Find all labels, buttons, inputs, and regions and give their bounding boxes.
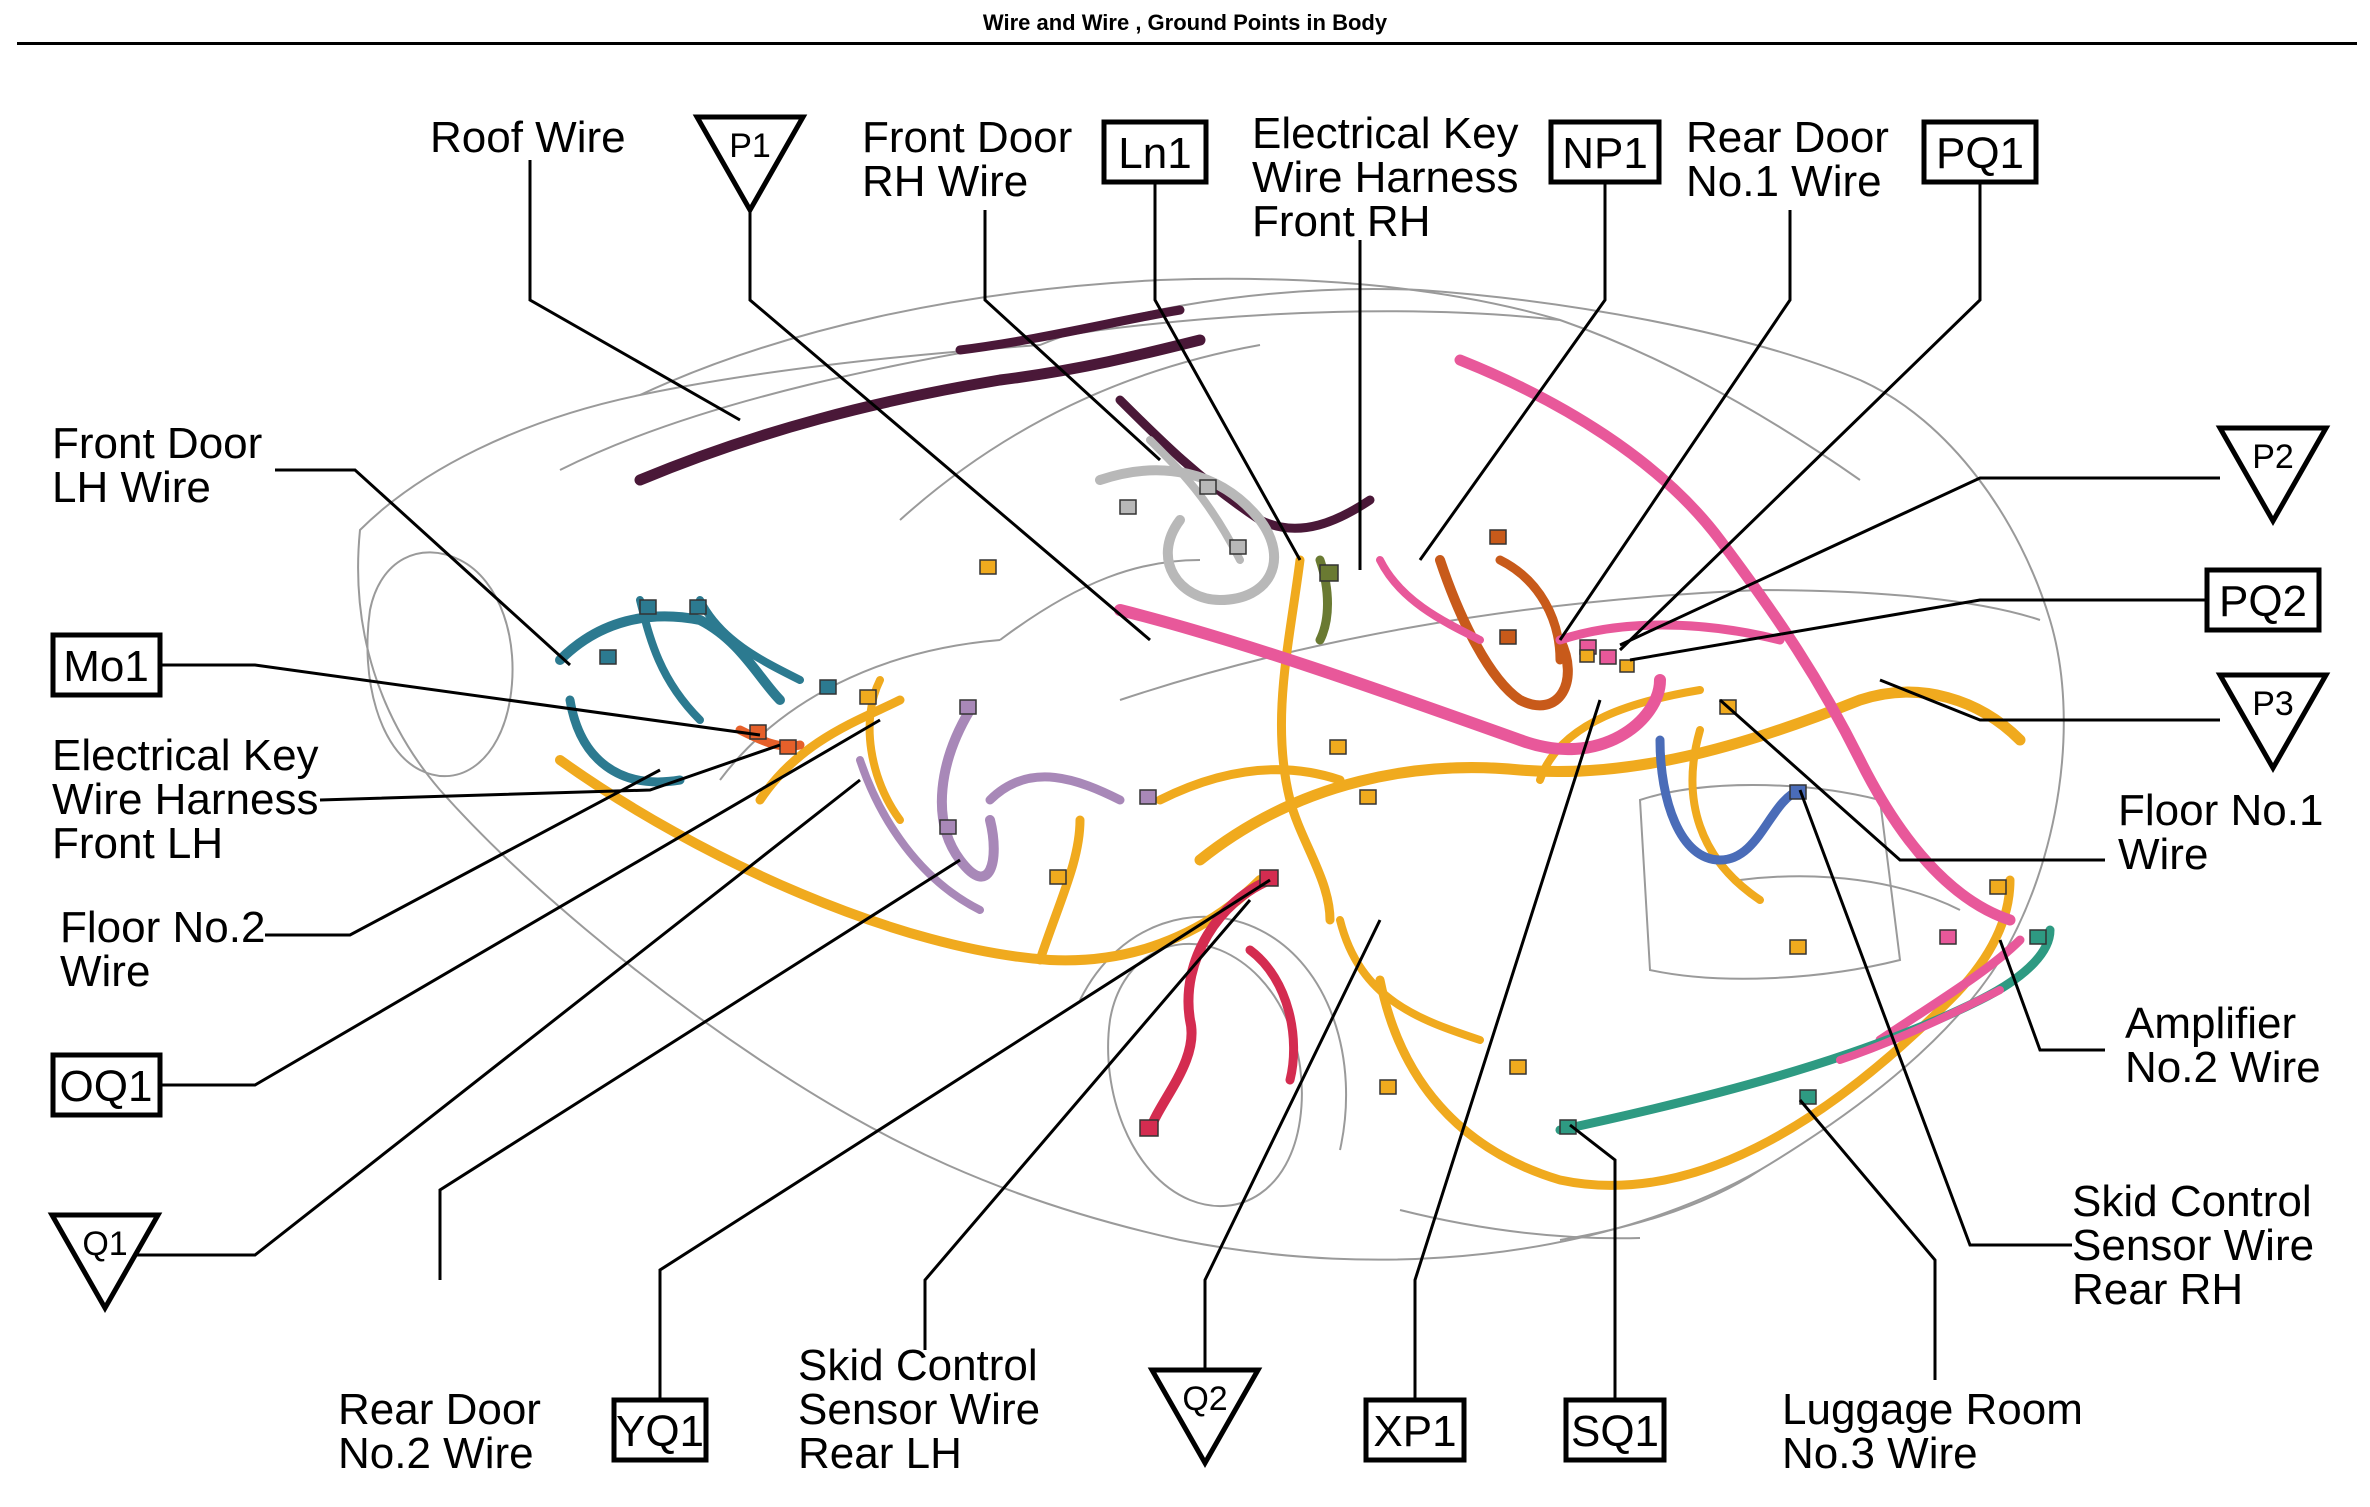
skid-control-sensor-rh-wire-harness [1655, 735, 1805, 865]
svg-text:PQ2: PQ2 [2219, 577, 2307, 626]
junction-yq1: YQ1 [611, 1397, 709, 1463]
svg-text:Electrical Key: Electrical Key [52, 731, 319, 780]
label-rear-door-no1-wire: Rear Door No.1 Wire [1686, 113, 1889, 206]
label-front-door-lh-wire: Front Door LH Wire [52, 419, 262, 512]
title-rule [17, 42, 2357, 45]
label-front-door-rh-wire: Front Door RH Wire [862, 113, 1072, 206]
svg-text:P1: P1 [729, 127, 771, 165]
svg-text:Wire: Wire [2118, 830, 2208, 879]
svg-text:YQ1: YQ1 [616, 1407, 704, 1456]
svg-text:NP1: NP1 [1562, 129, 1648, 178]
label-amplifier-no2-wire: Amplifier No.2 Wire [2125, 999, 2321, 1092]
svg-text:Skid Control: Skid Control [2072, 1177, 2312, 1226]
junction-np1: NP1 [1548, 119, 1662, 185]
svg-text:Q1: Q1 [82, 1225, 127, 1263]
svg-text:Floor No.1: Floor No.1 [2118, 786, 2323, 835]
svg-text:Sensor Wire: Sensor Wire [2072, 1221, 2314, 1270]
svg-text:Wire Harness: Wire Harness [1252, 153, 1519, 202]
ground-q1: Q1 [47, 1212, 163, 1314]
svg-text:Wire Harness: Wire Harness [52, 775, 319, 824]
svg-text:No.1 Wire: No.1 Wire [1686, 157, 1882, 206]
svg-text:No.2 Wire: No.2 Wire [2125, 1043, 2321, 1092]
label-electrical-key-front-lh: Electrical Key Wire Harness Front LH [52, 731, 319, 868]
svg-text:Skid Control: Skid Control [798, 1341, 1038, 1390]
svg-text:Front RH: Front RH [1252, 197, 1430, 246]
svg-text:P2: P2 [2252, 438, 2294, 476]
ground-p3: P3 [2215, 672, 2331, 774]
junction-oq1: OQ1 [50, 1052, 163, 1118]
svg-text:Wire: Wire [60, 947, 150, 996]
junction-mo1: Mo1 [50, 632, 163, 698]
rear-door-no2-wire-harness [856, 705, 1125, 914]
label-skid-control-rear-lh: Skid Control Sensor Wire Rear LH [798, 1341, 1040, 1478]
svg-text:Front Door: Front Door [862, 113, 1072, 162]
svg-text:RH Wire: RH Wire [862, 157, 1028, 206]
pink-floor-wire-harness [1114, 354, 2025, 1045]
rear-door-no1-wire-harness [1435, 555, 1573, 711]
svg-text:OQ1: OQ1 [60, 1062, 153, 1111]
svg-text:Sensor Wire: Sensor Wire [798, 1385, 1040, 1434]
junction-xp1: XP1 [1363, 1397, 1467, 1463]
label-floor-no2-wire: Floor No.2 Wire [60, 903, 265, 996]
roof-wire-harness [634, 305, 1375, 533]
svg-text:Front LH: Front LH [52, 819, 223, 868]
svg-text:Front Door: Front Door [52, 419, 262, 468]
svg-text:Rear Door: Rear Door [338, 1385, 541, 1434]
amplifier-no2-wire-harness [1836, 986, 2004, 1064]
connector-blocks [599, 479, 2047, 1137]
svg-text:XP1: XP1 [1373, 1407, 1456, 1456]
svg-text:P3: P3 [2252, 685, 2294, 723]
ground-p2: P2 [2215, 425, 2331, 527]
svg-text:Q2: Q2 [1182, 1380, 1227, 1418]
svg-text:Rear RH: Rear RH [2072, 1265, 2243, 1314]
skid-control-sensor-lh-wire-harness [1145, 875, 1299, 1135]
svg-text:Mo1: Mo1 [63, 642, 149, 691]
label-electrical-key-front-rh: Electrical Key Wire Harness Front RH [1252, 109, 1519, 246]
svg-text:Floor No.2: Floor No.2 [60, 903, 265, 952]
svg-text:No.2 Wire: No.2 Wire [338, 1429, 534, 1478]
svg-text:No.3 Wire: No.3 Wire [1782, 1429, 1978, 1478]
junction-sq1: SQ1 [1563, 1397, 1667, 1463]
svg-text:SQ1: SQ1 [1571, 1407, 1659, 1456]
ground-q2: Q2 [1147, 1367, 1263, 1469]
svg-text:PQ1: PQ1 [1936, 129, 2024, 178]
label-skid-control-rear-rh: Skid Control Sensor Wire Rear RH [2072, 1177, 2314, 1314]
front-door-lh-wire-harness [555, 596, 804, 787]
floor-no1-wire-harness [1155, 555, 2026, 1190]
label-floor-no1-wire: Floor No.1 Wire [2118, 786, 2323, 879]
svg-text:Ln1: Ln1 [1118, 129, 1191, 178]
junction-ln1: Ln1 [1101, 119, 1209, 185]
svg-text:Amplifier: Amplifier [2125, 999, 2296, 1048]
ground-p1: P1 [692, 114, 808, 216]
junction-pq2: PQ2 [2204, 567, 2322, 633]
svg-text:LH Wire: LH Wire [52, 463, 211, 512]
svg-text:Rear Door: Rear Door [1686, 113, 1889, 162]
svg-text:Roof Wire: Roof Wire [430, 113, 626, 162]
car-body-outline [357, 277, 2065, 1261]
page-title: Wire and Wire , Ground Points in Body [982, 10, 1388, 35]
junction-pq1: PQ1 [1921, 119, 2039, 185]
label-roof-wire: Roof Wire [430, 113, 626, 162]
svg-text:Rear LH: Rear LH [798, 1429, 962, 1478]
leader-lines [105, 160, 2220, 1400]
svg-text:Luggage Room: Luggage Room [1782, 1385, 2083, 1434]
label-luggage-room-no3-wire: Luggage Room No.3 Wire [1782, 1385, 2083, 1478]
svg-text:Electrical Key: Electrical Key [1252, 109, 1519, 158]
label-rear-door-no2-wire: Rear Door No.2 Wire [338, 1385, 541, 1478]
